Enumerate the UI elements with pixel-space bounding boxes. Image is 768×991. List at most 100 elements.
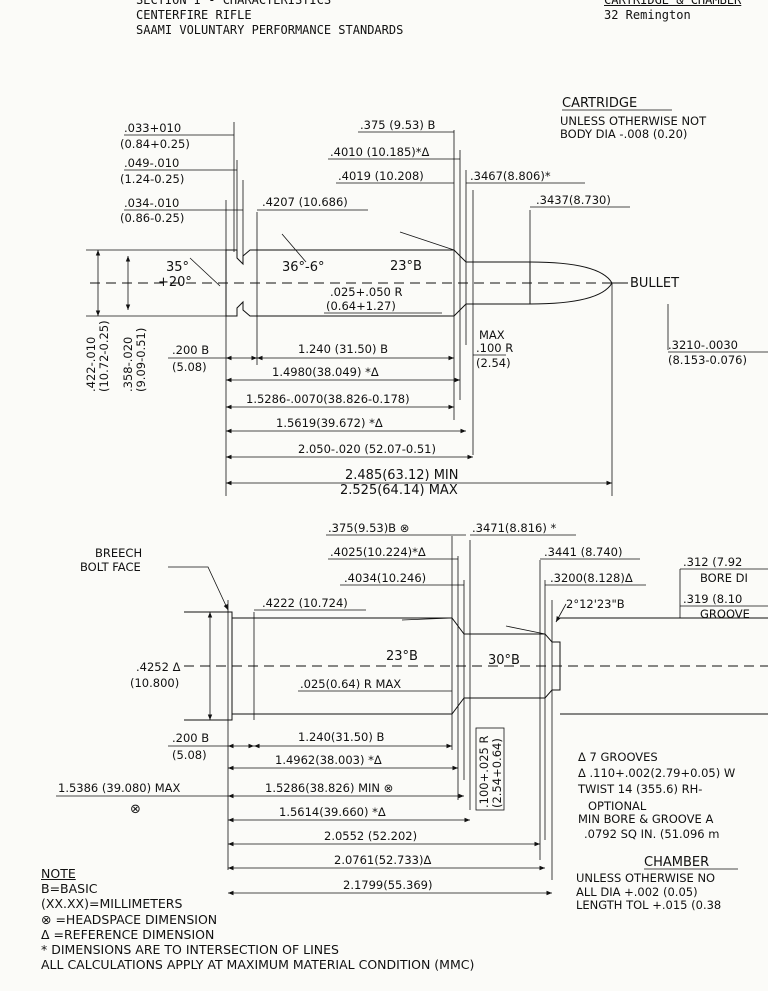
angle-36: 36°-6° <box>282 260 325 275</box>
note-title: NOTE <box>41 866 76 881</box>
angle-20: +20° <box>158 275 192 290</box>
ch-dia-4222: .4222 (10.724) <box>262 596 348 610</box>
groove-width-mm: (1.24-0.25) <box>120 172 184 186</box>
chamber-note-1: UNLESS OTHERWISE NO <box>576 871 715 885</box>
max-radius-3: (2.54) <box>476 356 511 370</box>
fillet-radius: .025+.050 R <box>330 285 403 299</box>
headspace-symbol: ⊗ <box>130 802 141 817</box>
ch-radius: .025(0.64) R MAX <box>300 677 401 691</box>
len-1-5286: 1.5286-.0070(38.826-0.178) <box>246 392 410 406</box>
ch-len-200: .200 B <box>172 731 209 745</box>
header-standard: SAAMI VOLUNTARY PERFORMANCE STANDARDS <box>136 23 404 37</box>
header-section: SECTION I - CHARACTERISTICS <box>136 0 332 7</box>
cartridge-note-1: UNLESS OTHERWISE NOT <box>560 114 707 128</box>
ch-rad-v: .100+.025 R <box>477 735 491 808</box>
breech-label: BREECH <box>95 546 142 560</box>
header-right: CARTRIDGE & CHAMBER 32 Remington <box>604 0 741 23</box>
len-1240: 1.240 (31.50) B <box>298 342 388 356</box>
ch-rad-v-mm: (2.54+0.64) <box>490 738 504 808</box>
rim-thickness: .033+010 <box>124 121 181 135</box>
note-reference: Δ =REFERENCE DIMENSION <box>41 926 215 942</box>
min-area-value: .0792 SQ IN. (51.096 m <box>584 827 719 841</box>
fillet-radius-mm: (0.64+1.27) <box>326 299 396 313</box>
note-intersection: * DIMENSIONS ARE TO INTERSECTION OF LINE… <box>41 942 339 958</box>
bullet-label: BULLET <box>630 276 679 291</box>
cartridge-title: CARTRIDGE <box>562 96 637 111</box>
groove-dia-mm: (9.09-0.51) <box>134 328 148 392</box>
ch-angle-23: 23°B <box>386 649 418 664</box>
oal-min: 2.485(63.12) MIN <box>345 468 458 483</box>
note-basic: B=BASIC <box>41 881 98 897</box>
ch-dia-3200: .3200(8.128)Δ <box>550 571 633 585</box>
len-2-050: 2.050-.020 (52.07-0.51) <box>298 442 436 456</box>
ch-len-2-0761: 2.0761(52.733)Δ <box>334 853 431 867</box>
header-left: SECTION I - CHARACTERISTICS CENTERFIRE R… <box>136 0 403 38</box>
ch-dia-4252: .4252 Δ <box>136 660 181 674</box>
len-200-mm: (5.08) <box>172 360 207 374</box>
oal-max: 2.525(64.14) MAX <box>340 483 458 498</box>
len-200: .200 B <box>172 343 209 357</box>
len-1-5619: 1.5619(39.672) *Δ <box>276 416 383 430</box>
len-1-4980: 1.4980(38.049) *Δ <box>272 365 379 379</box>
groove-dia-label: GROOVE <box>700 607 750 621</box>
header-cartridge-name: 32 Remington <box>604 8 691 22</box>
bolt-face-label: BOLT FACE <box>80 560 141 574</box>
header-doc-type: CARTRIDGE & CHAMBER <box>604 0 742 7</box>
rim-thickness-mm: (0.84+0.25) <box>120 137 190 151</box>
min-area-label: MIN BORE & GROOVE A <box>578 812 713 826</box>
note-headspace: ⊗ =HEADSPACE DIMENSION <box>41 911 218 927</box>
ch-dia-3471: .3471(8.816) * <box>472 521 556 535</box>
groove-width: .049-.010 <box>124 156 179 170</box>
neck-dia-1: .3467(8.806)* <box>470 169 551 183</box>
chamber-title: CHAMBER <box>644 855 709 870</box>
ch-len-1-5386: 1.5386 (39.080) MAX <box>58 781 181 795</box>
chamber-note-2: ALL DIA +.002 (0.05) <box>576 885 698 899</box>
cartridge-note-2: BODY DIA -.008 (0.20) <box>560 127 687 141</box>
ch-len-2-0552: 2.0552 (52.202) <box>324 829 417 843</box>
bore-dia: .312 (7.92 <box>683 555 742 569</box>
chamber-drawing: BREECH BOLT FACE .375(9.53)B ⊗ .3471(8.8… <box>56 521 768 912</box>
cartridge-drawing: CARTRIDGE UNLESS OTHERWISE NOT BODY DIA … <box>84 96 768 498</box>
ch-dia-4252-mm: (10.800) <box>130 676 179 690</box>
groove-depth-mm: (0.86-0.25) <box>120 211 184 225</box>
angle-23-cartridge: 23°B <box>390 259 422 274</box>
ch-len-1-5286: 1.5286(38.826) MIN ⊗ <box>265 781 393 795</box>
ch-dia-375: .375(9.53)B ⊗ <box>328 521 409 535</box>
rim-dia: .422-.010 <box>84 337 98 392</box>
bullet-dia-mm: (8.153-0.076) <box>668 353 747 367</box>
ch-dia-4025: .4025(10.224)*Δ <box>330 545 426 559</box>
chamber-note-3: LENGTH TOL +.015 (0.38 <box>576 898 721 912</box>
groove-dia: .319 (8.10 <box>683 592 742 606</box>
rim-dia-mm: (10.72-0.25) <box>97 320 111 392</box>
base-diameter: .4207 (10.686) <box>262 195 348 209</box>
ch-len-1-5614: 1.5614(39.660) *Δ <box>279 805 386 819</box>
rifling-optional: OPTIONAL <box>588 799 647 813</box>
bore-dia-label: BORE DI <box>700 571 748 585</box>
groove-depth: .034-.010 <box>124 196 179 210</box>
shoulder-dia-basic: .375 (9.53) B <box>360 118 435 132</box>
note-mmc: ALL CALCULATIONS APPLY AT MAXIMUM MATERI… <box>41 957 475 973</box>
angle-35: 35° <box>166 260 189 275</box>
note-millimeters: (XX.XX)=MILLIMETERS <box>41 896 183 912</box>
header-type: CENTERFIRE RIFLE <box>136 8 252 22</box>
groove-dia: .358-.020 <box>121 337 135 392</box>
rifling-twist: TWIST 14 (355.6) RH- <box>577 782 702 796</box>
rifling-grooves: Δ 7 GROOVES <box>578 750 658 764</box>
throat-taper: 2°12'23"B <box>566 597 625 611</box>
shoulder-dia-3: .4019 (10.208) <box>338 169 424 183</box>
ch-dia-4034: .4034(10.246) <box>344 571 426 585</box>
ch-len-1240: 1.240(31.50) B <box>298 730 384 744</box>
ch-angle-30: 30°B <box>488 653 520 668</box>
max-radius-2: .100 R <box>476 341 513 355</box>
bullet-dia: .3210-.0030 <box>668 338 738 352</box>
max-radius-1: MAX <box>479 328 505 342</box>
neck-dia-2: .3437(8.730) <box>536 193 611 207</box>
ch-len-200-mm: (5.08) <box>172 748 207 762</box>
ch-len-1-4962: 1.4962(38.003) *Δ <box>275 753 382 767</box>
ch-dia-3441: .3441 (8.740) <box>544 545 622 559</box>
shoulder-dia-ref: .4010 (10.185)*Δ <box>330 145 430 159</box>
notes-block: NOTE B=BASIC (XX.XX)=MILLIMETERS ⊗ =HEAD… <box>41 866 474 972</box>
rifling-groove-width: Δ .110+.002(2.79+0.05) W <box>578 766 735 780</box>
